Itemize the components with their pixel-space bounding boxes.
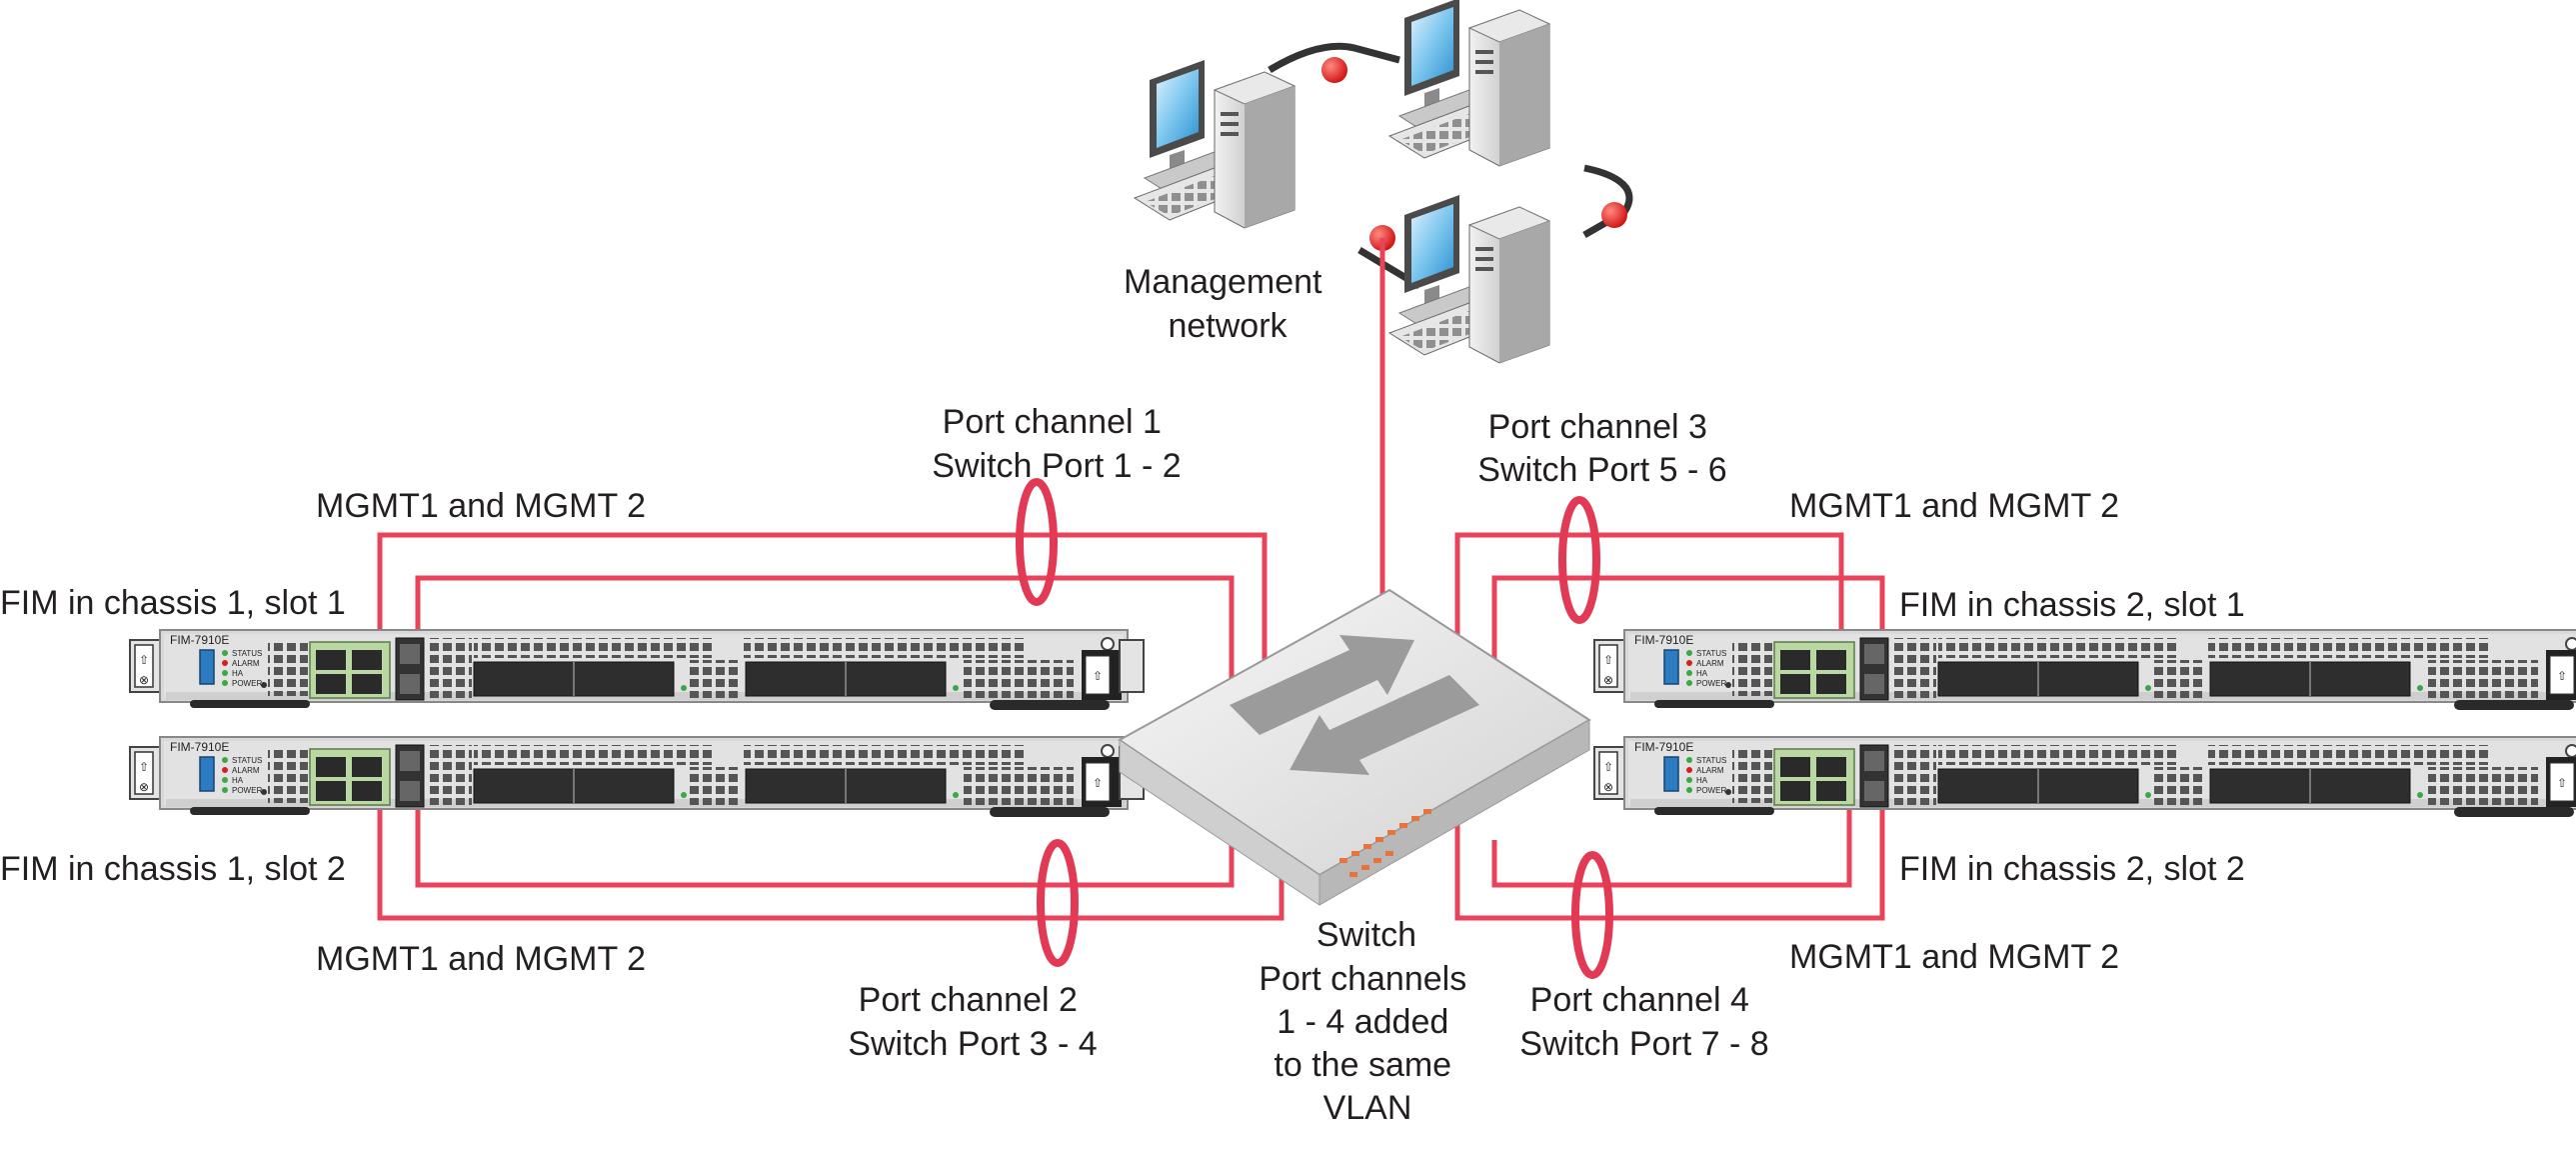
fim-chassis2-slot1 xyxy=(1593,629,2576,711)
mgmt-bottom-right-label: MGMT1 and MGMT 2 xyxy=(1789,938,2119,976)
mgmt-bottom-left-label: MGMT1 and MGMT 2 xyxy=(316,940,646,978)
fim-chassis2-slot1-label: FIM in chassis 2, slot 1 xyxy=(1899,586,2245,624)
workstation-icon xyxy=(1388,194,1550,364)
network-switch-icon xyxy=(1118,588,1591,906)
network-node-icon xyxy=(1321,57,1347,83)
fim-chassis1-slot2 xyxy=(129,736,1145,818)
port-channel-4-ring xyxy=(1571,851,1613,979)
fim-chassis1-slot2-label: FIM in chassis 1, slot 2 xyxy=(0,850,346,888)
switch-label: Switch xyxy=(1316,916,1416,954)
fim-chassis2-slot2-label: FIM in chassis 2, slot 2 xyxy=(1899,850,2245,888)
workstation-icon xyxy=(1134,59,1295,229)
workstation-icon xyxy=(1388,0,1550,167)
port-channel-4-label: Port channel 4 Switch Port 7 - 8 xyxy=(1519,981,1768,1063)
management-network-label: Management network xyxy=(1124,263,1331,345)
port-channel-3-ring xyxy=(1558,496,1600,624)
fim-chassis1-slot1-label: FIM in chassis 1, slot 1 xyxy=(0,584,346,622)
network-node-icon xyxy=(1601,202,1627,228)
fim-chassis2-slot2 xyxy=(1593,736,2576,818)
port-channel-1-label: Port channel 1 Switch Port 1 - 2 xyxy=(932,403,1181,485)
port-channel-1-ring xyxy=(1016,478,1058,606)
port-channel-3-label: Port channel 3 Switch Port 5 - 6 xyxy=(1477,408,1726,489)
mgmt-top-right-label: MGMT1 and MGMT 2 xyxy=(1789,487,2119,525)
port-channel-2-ring xyxy=(1037,839,1079,967)
cables-right xyxy=(1454,532,1885,921)
switch-note: Port channels 1 - 4 added to the same VL… xyxy=(1259,960,1475,1127)
port-channel-2-label: Port channel 2 Switch Port 3 - 4 xyxy=(848,981,1097,1063)
mgmt-top-left-label: MGMT1 and MGMT 2 xyxy=(316,487,646,525)
fim-chassis1-slot1 xyxy=(129,629,1145,711)
